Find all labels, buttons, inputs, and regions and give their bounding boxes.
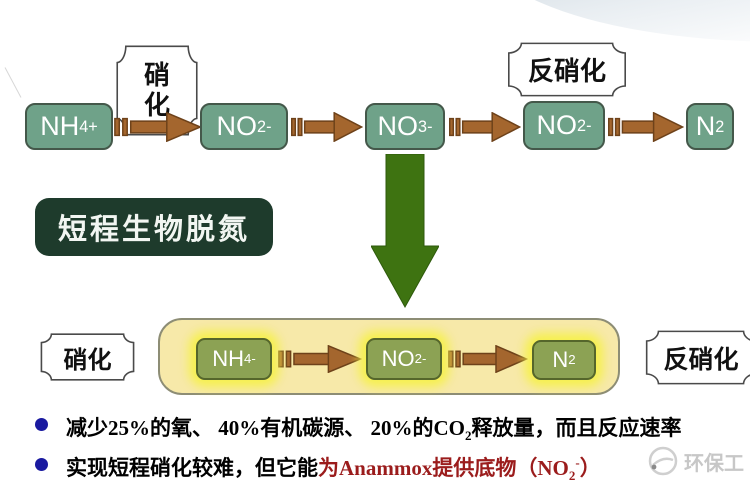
bullet-icon — [35, 418, 48, 431]
chem-base: N — [552, 347, 569, 372]
watermark-label: 环保工 — [684, 452, 744, 475]
arrow-right-icon — [114, 112, 202, 142]
callout-denitrification-top: 反硝化 — [507, 42, 627, 97]
background-corner-line — [4, 67, 22, 98]
chem-subscript: 2 — [465, 428, 472, 444]
chem-base: NO — [377, 111, 419, 141]
arrow-right-icon — [291, 112, 363, 142]
bullet-text-part: 减少25%的氧、 40%有机碳源、 20%的CO — [66, 416, 465, 440]
chem-base: NO — [536, 110, 578, 140]
headline-shortcut-nitrogen-removal: 短程生物脱氮 — [35, 198, 273, 256]
bullet-text-highlight: 为Anammox提供底物（NO — [318, 456, 569, 480]
headline-label: 短程生物脱氮 — [57, 214, 250, 246]
bullet-text-part: 释放量，而且反应速率 — [471, 416, 682, 440]
watermark: 环保工 — [648, 446, 744, 476]
callout-label: 反硝化 — [663, 345, 739, 374]
chem-base: NH — [40, 111, 80, 141]
chem-base: NO — [381, 346, 415, 371]
chem-base: NO — [216, 111, 258, 141]
callout-nitrification-bottom: 硝化 — [40, 333, 135, 381]
callout-nitrification-top: 硝化 — [116, 44, 198, 137]
bullet-text-part: 实现短程硝化较难，但它能 — [66, 456, 318, 480]
chem-superscript: - — [575, 455, 580, 470]
callout-label: 硝化 — [143, 59, 170, 120]
chem-base: N — [695, 111, 716, 141]
bullet-icon — [35, 458, 48, 471]
bullet-text-highlight: ） — [579, 456, 601, 480]
arrow-right-icon — [448, 345, 528, 373]
callout-denitrification-bottom: 反硝化 — [645, 330, 750, 385]
arrow-right-icon — [278, 345, 362, 373]
chem-base: NH — [212, 346, 245, 371]
watermark-logo-icon — [648, 446, 678, 476]
arrow-right-icon — [608, 112, 684, 142]
chem-subscript: 2 — [568, 468, 576, 484]
bullet-anammox-text: 实现短程硝化较难，但它能为Anammox提供底物（NO2-） — [66, 452, 750, 484]
callout-label: 反硝化 — [527, 56, 606, 86]
callout-label: 硝化 — [63, 346, 112, 374]
bullet-benefits-text: 减少25%的氧、 40%有机碳源、 20%的CO2释放量，而且反应速率 — [66, 412, 750, 444]
big-down-arrow-icon — [371, 154, 439, 308]
arrow-right-icon — [449, 112, 521, 142]
